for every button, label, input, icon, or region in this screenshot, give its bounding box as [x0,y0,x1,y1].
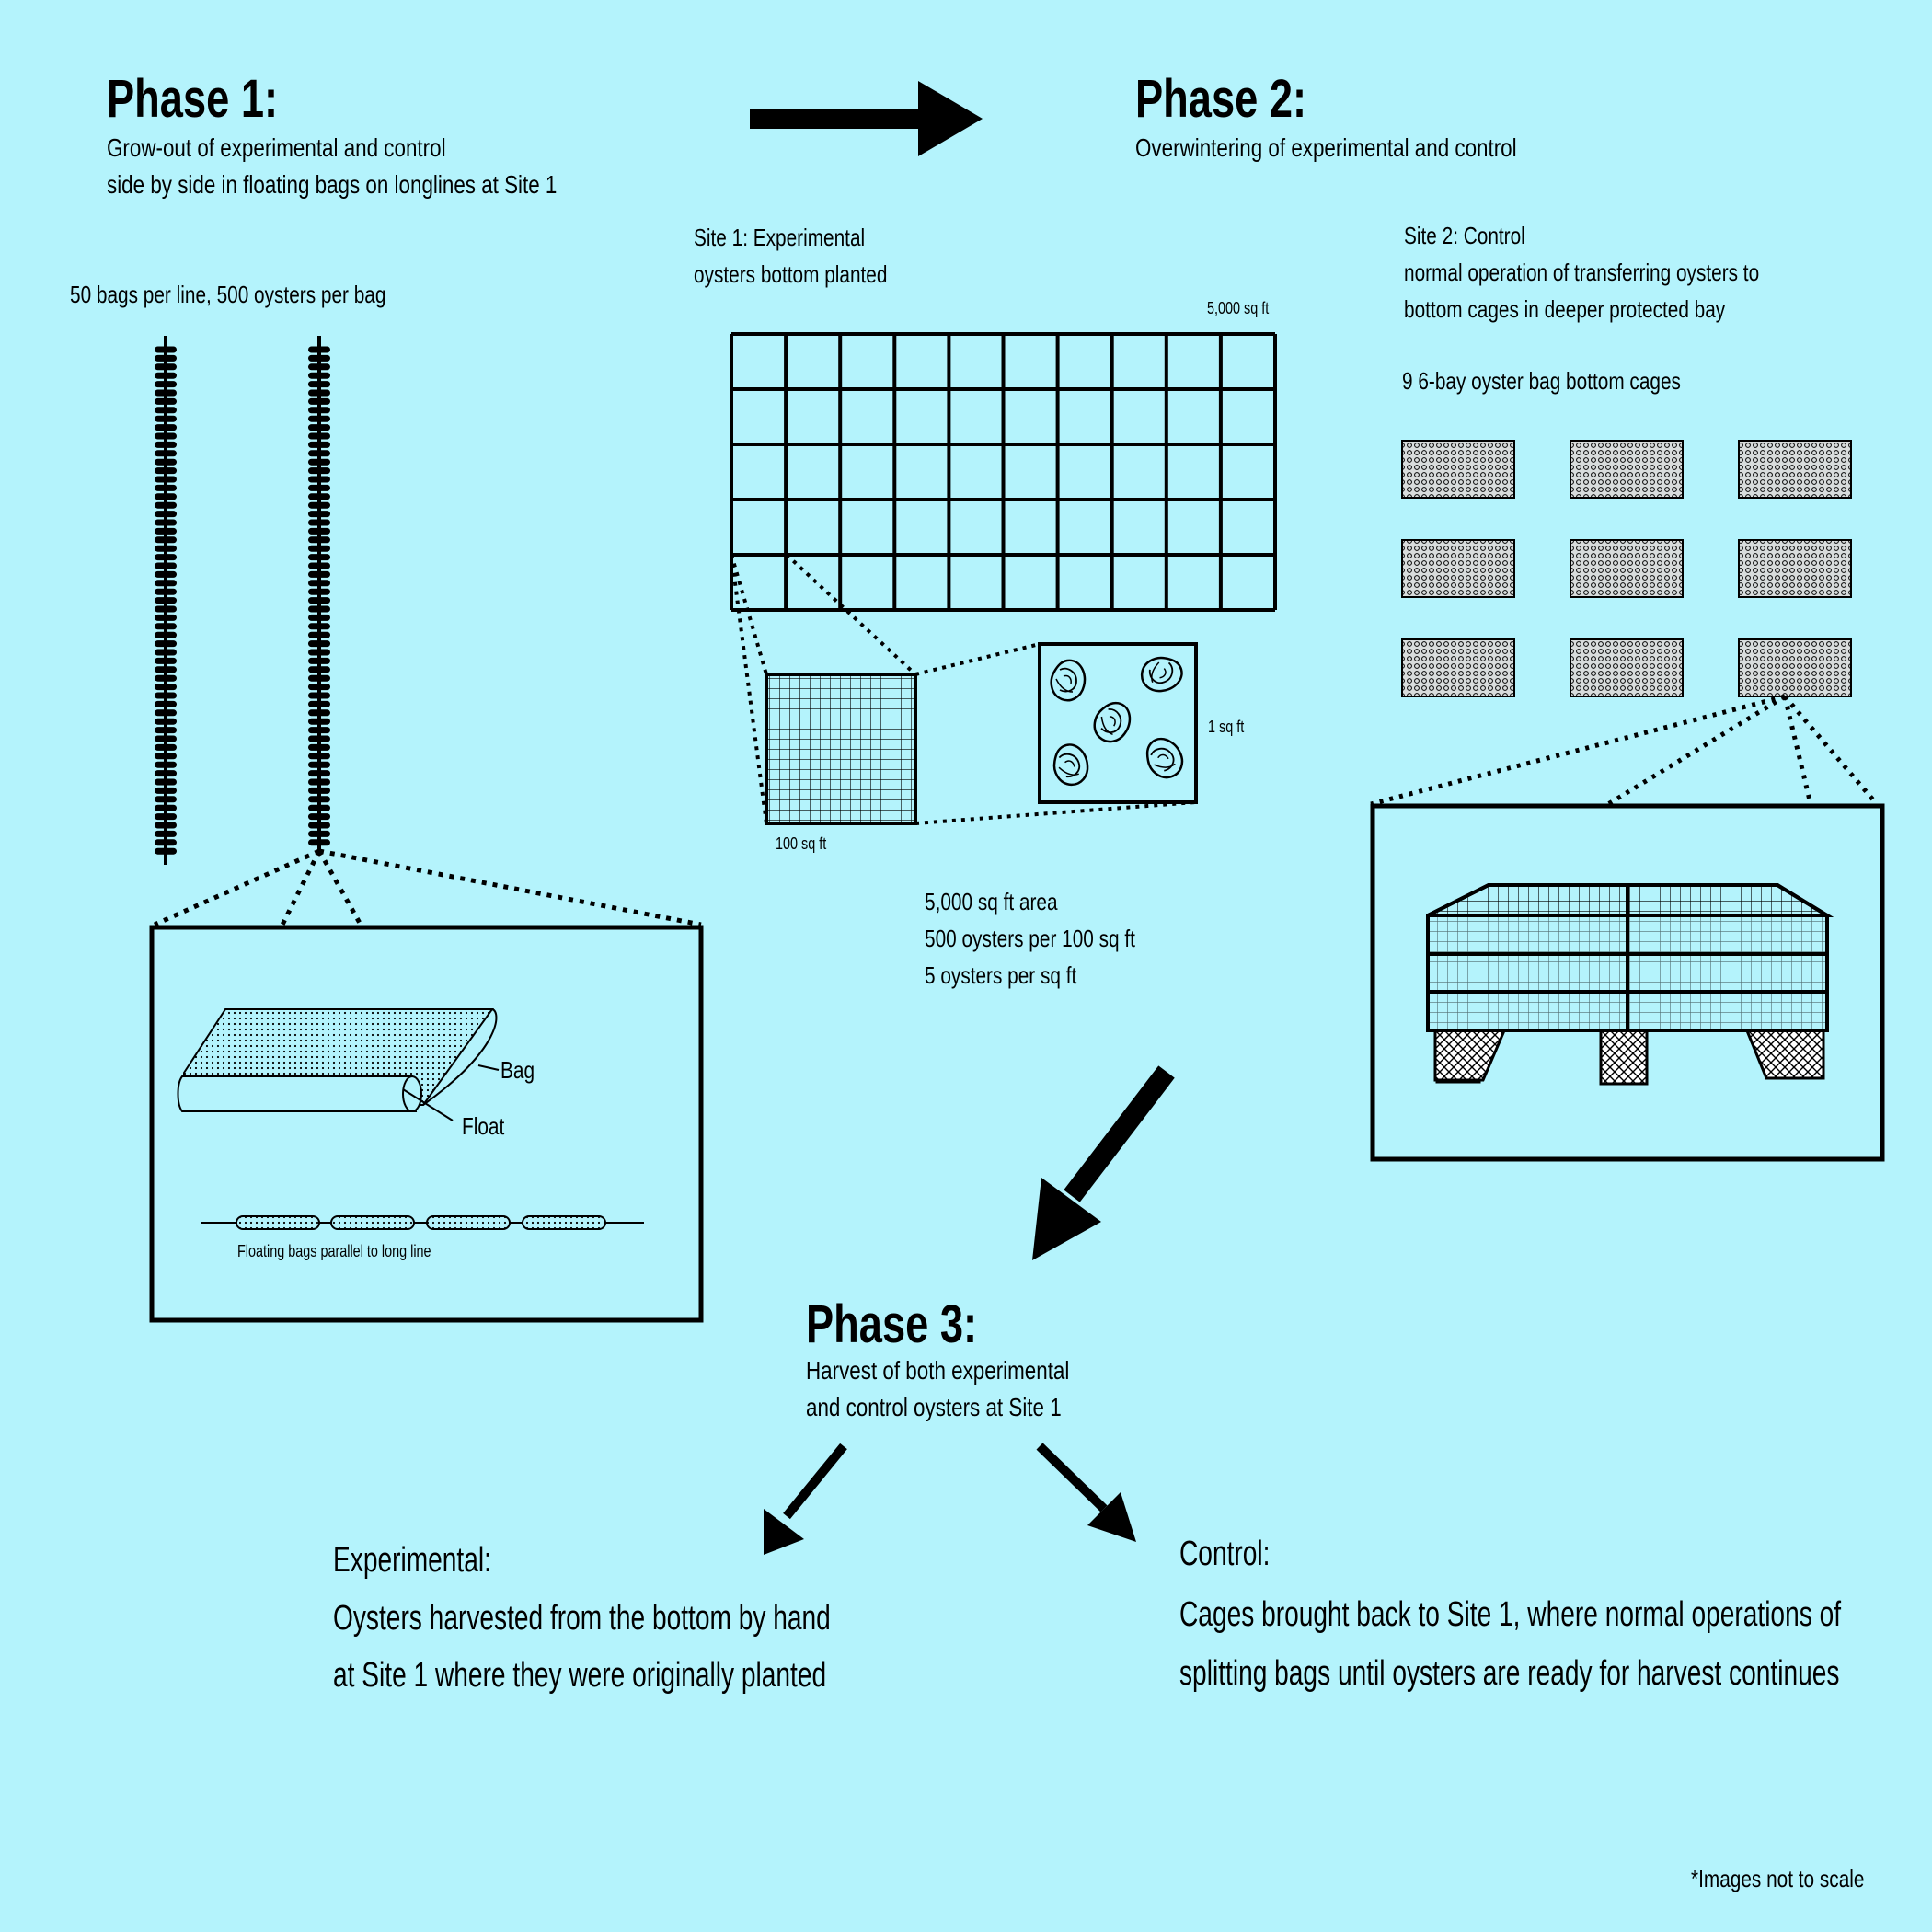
control-title: Control: [1179,1535,1271,1573]
plot-100-sqft-label: 100 sq ft [776,834,827,853]
site1-label-line1: Site 1: Experimental [694,224,866,251]
phase2-title: Phase 2: [1135,69,1307,129]
grid-area-label: 5,000 sq ft [1207,299,1270,317]
arrow-to-control [1036,1443,1136,1542]
cages-label: 9 6-bay oyster bag bottom cages [1402,367,1681,395]
longline-bags [155,336,330,865]
phase1-title: Phase 1: [107,69,279,129]
control-line1: Cages brought back to Site 1, where norm… [1179,1595,1842,1634]
site2-zoom-lines [1370,694,1879,807]
arrow-to-experimental [764,1443,847,1555]
phase1-inset-box [149,925,704,1323]
arrow-phase1-to-phase2 [750,81,983,156]
plot-100-sqft [765,673,917,825]
site1-stat-area: 5,000 sq ft area [925,888,1058,915]
floating-bags-caption: Floating bags parallel to long line [237,1242,431,1260]
site1-label-line2: oysters bottom planted [694,260,888,288]
experimental-line1: Oysters harvested from the bottom by han… [333,1599,831,1638]
phase1-zoom-lines [153,848,702,927]
float-label: Float [462,1112,505,1140]
floating-bags-longline [201,1215,644,1230]
plot-1-sqft-label: 1 sq ft [1208,718,1245,736]
site1-zoom-lines [730,553,1197,825]
phase3-subtitle-line1: Harvest of both experimental [806,1356,1070,1385]
bottom-cages-array [1401,440,1852,697]
phase1-subtitle-line1: Grow-out of experimental and control [107,133,446,162]
arrow-phase2-to-phase3 [1032,1065,1175,1260]
footnote: *Images not to scale [1691,1865,1865,1892]
site2-label-line1: Site 2: Control [1404,222,1525,249]
phase1-subtitle-line2: side by side in floating bags on longlin… [107,170,558,199]
control-line2: splitting bags until oysters are ready f… [1179,1654,1840,1693]
site1-planting-grid [730,332,1277,612]
site2-label-line3: bottom cages in deeper protected bay [1404,295,1726,323]
site2-label-line2: normal operation of transferring oysters… [1404,259,1760,286]
longline-label: 50 bags per line, 500 oysters per bag [70,281,386,308]
phase2-subtitle: Overwintering of experimental and contro… [1135,133,1517,162]
experimental-line2: at Site 1 where they were originally pla… [333,1656,827,1695]
plot-1-sqft [1038,642,1198,804]
site1-stat-per-sqft: 5 oysters per sq ft [925,961,1077,989]
cage-inset-box [1370,803,1885,1162]
bag-label: Bag [500,1056,535,1084]
experimental-title: Experimental: [333,1541,491,1580]
floating-bag-illustration [177,1008,500,1121]
phase3-title: Phase 3: [806,1294,978,1354]
bottom-cage-illustration [1426,883,1834,1086]
site1-stat-per-plot: 500 oysters per 100 sq ft [925,925,1135,952]
phase3-subtitle-line2: and control oysters at Site 1 [806,1393,1062,1421]
